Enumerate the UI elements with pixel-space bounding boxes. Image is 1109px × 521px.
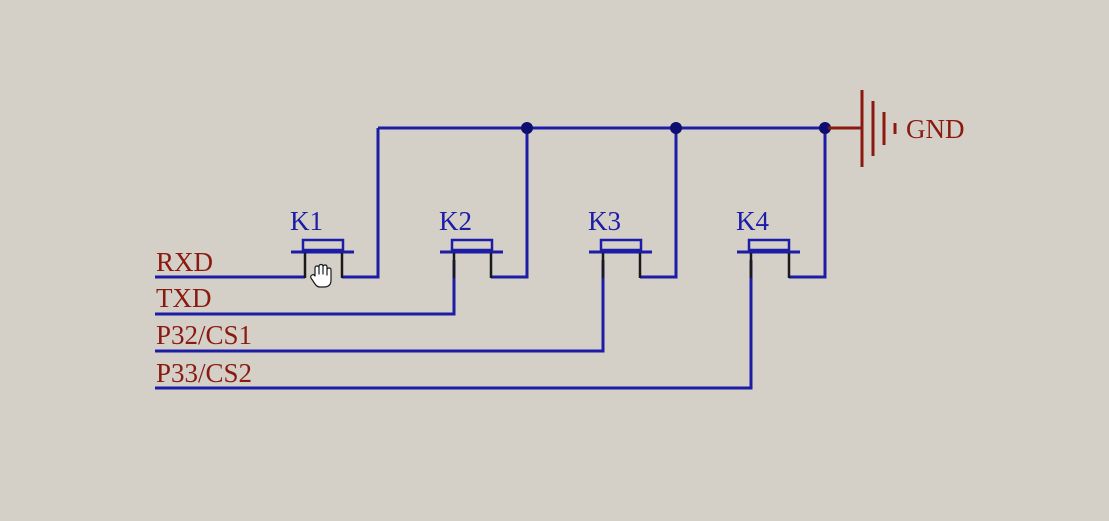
switch-k3[interactable]: K3 [588,206,652,278]
k1-gnd-wire [342,128,380,279]
k4-gnd-wire [789,128,827,279]
switch-k4-ref: K4 [736,206,769,236]
hand-cursor-icon [310,263,332,288]
switch-k2-ref: K2 [439,206,472,236]
switch-k3-cap [599,238,643,252]
ground-icon[interactable] [828,90,897,167]
p33-net-wire [155,260,753,390]
switch-k1-ref: K1 [290,206,323,236]
k3-gnd-wire [640,128,678,279]
net-label-p32-cs1[interactable]: P32/CS1 [156,320,252,350]
k2-gnd-wire [491,128,529,279]
junction-dot [670,122,682,134]
net-label-txd[interactable]: TXD [156,283,212,313]
net-label-rxd[interactable]: RXD [156,247,213,277]
switch-k4[interactable]: K4 [736,206,800,278]
switch-k1-cap [301,238,345,252]
junction-dot [819,122,831,134]
switch-k2-cap [450,238,494,252]
p32-net-wire [155,260,605,353]
switch-k1[interactable]: K1 [290,206,354,278]
switch-k2[interactable]: K2 [439,206,503,278]
net-label-p33-cs2[interactable]: P33/CS2 [156,358,252,388]
gnd-label: GND [906,114,965,144]
switch-k3-ref: K3 [588,206,621,236]
switch-k4-cap [747,238,791,252]
junction-dot [521,122,533,134]
